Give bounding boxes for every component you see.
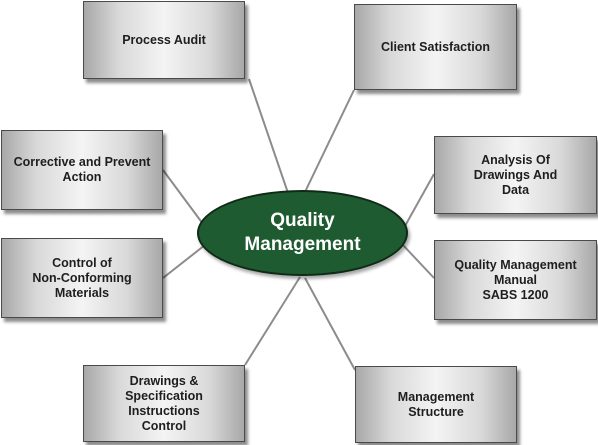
connector-control-nonconforming	[162, 244, 206, 279]
node-quality-manual: Quality Management Manual SABS 1200	[434, 240, 597, 320]
node-client-satisfaction: Client Satisfaction	[354, 4, 517, 90]
node-quality-manual-label: Quality Management Manual SABS 1200	[454, 257, 577, 302]
connector-corrective-action	[162, 169, 204, 225]
connector-analysis-drawings	[404, 173, 435, 227]
connector-client-satisfaction	[304, 89, 355, 193]
node-drawings-specification-label: Drawings & Specification Instructions Co…	[125, 373, 203, 433]
node-corrective-action: Corrective and Prevent Action	[1, 130, 163, 210]
node-corrective-action-label: Corrective and Prevent Action	[13, 155, 151, 184]
node-analysis-drawings-label: Analysis Of Drawings And Data	[473, 152, 558, 197]
connector-quality-manual	[401, 243, 435, 279]
hub-label: Quality Management	[244, 210, 361, 255]
node-process-audit: Process Audit	[83, 1, 245, 79]
connector-management-structure	[304, 277, 356, 371]
node-process-audit-label: Process Audit	[122, 32, 206, 47]
hub-quality-management: Quality Management	[197, 190, 408, 276]
connector-process-audit	[248, 78, 289, 194]
node-management-structure: Management Structure	[355, 366, 517, 443]
connector-drawings-specification	[244, 276, 301, 366]
node-management-structure-label: Management Structure	[397, 389, 475, 419]
node-analysis-drawings: Analysis Of Drawings And Data	[434, 136, 597, 214]
node-control-nonconforming: Control of Non-Conforming Materials	[1, 238, 163, 318]
node-control-nonconforming-label: Control of Non-Conforming Materials	[32, 255, 132, 300]
node-client-satisfaction-label: Client Satisfaction	[380, 39, 491, 54]
node-drawings-specification: Drawings & Specification Instructions Co…	[83, 365, 245, 442]
